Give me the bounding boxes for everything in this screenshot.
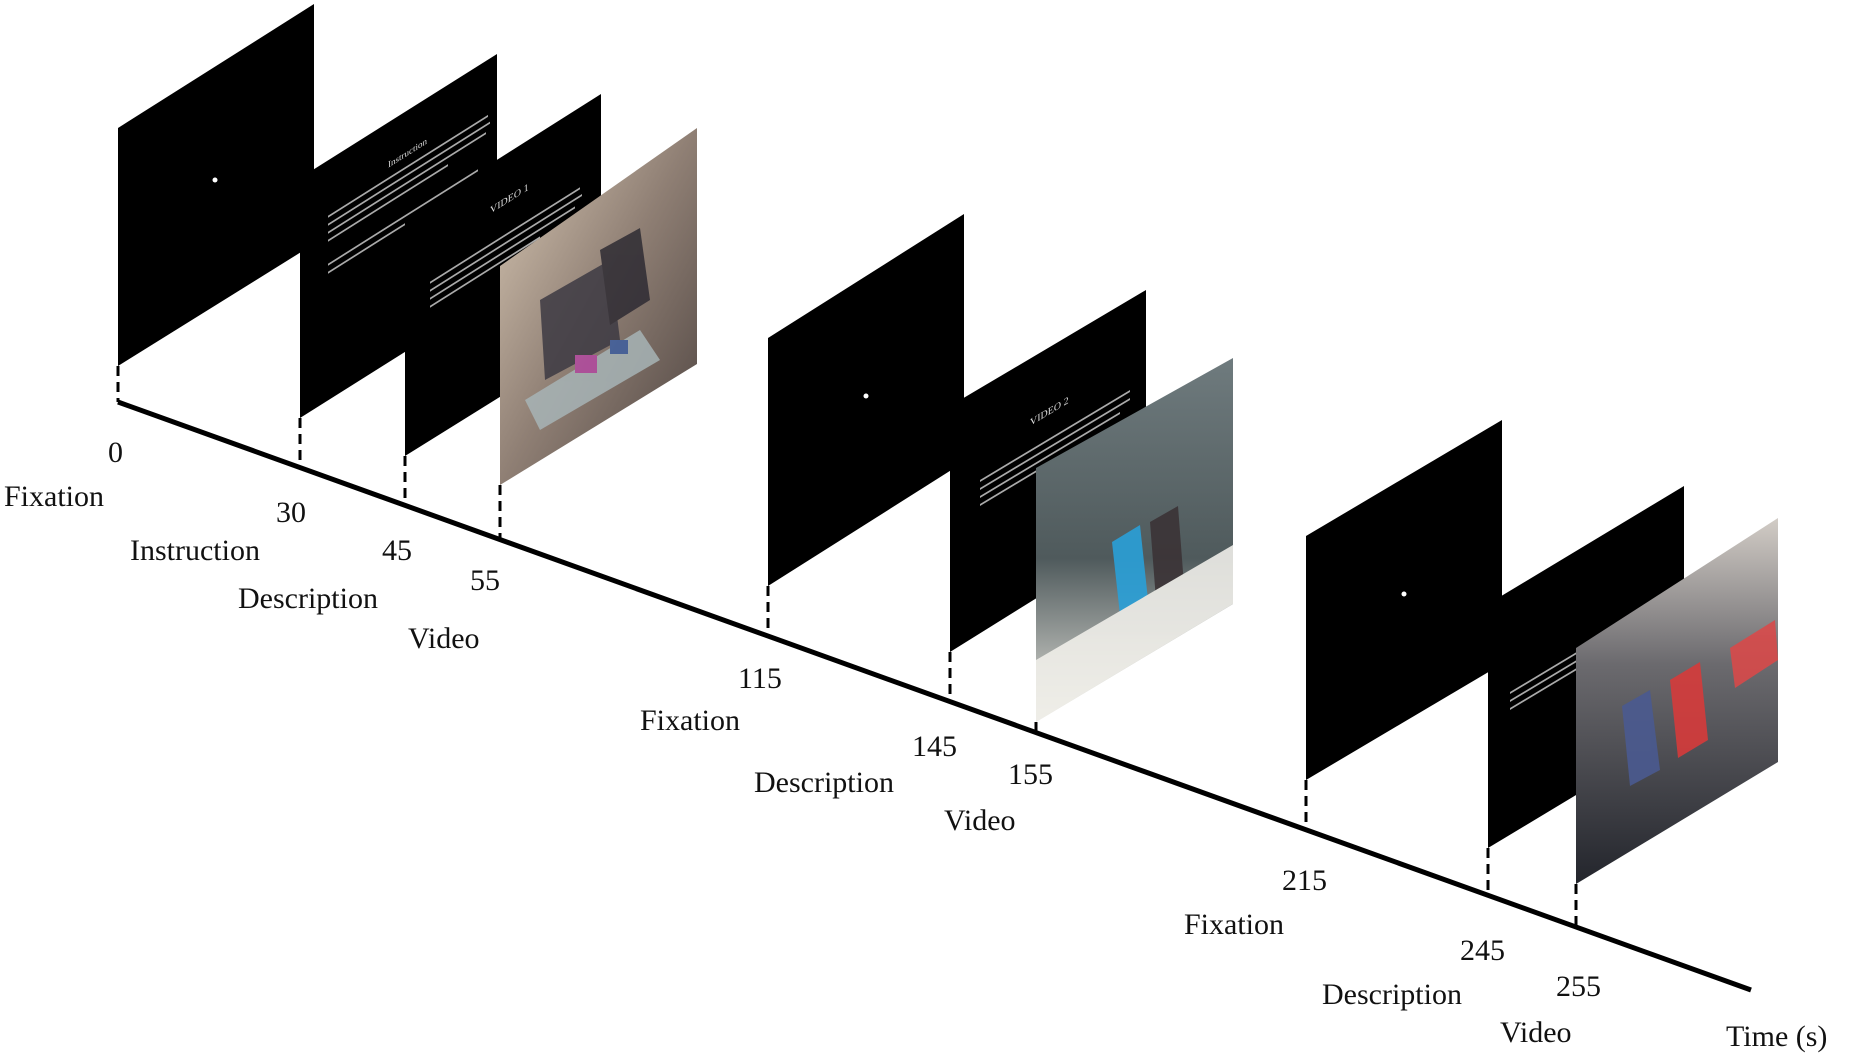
screen-panels: Instruction VIDEO 1 <box>118 4 1778 884</box>
time-label: 215 <box>1282 864 1327 897</box>
drop-lines <box>116 366 1578 927</box>
event-label: Fixation <box>4 480 104 513</box>
video-frame-content <box>525 228 660 430</box>
event-label: Video <box>944 804 1016 837</box>
video-frame-content <box>1622 620 1778 786</box>
time-label: 145 <box>912 730 957 763</box>
event-label: Instruction <box>130 534 260 567</box>
time-label: 55 <box>470 564 500 597</box>
time-label: 115 <box>738 662 782 695</box>
time-axis <box>117 399 1752 993</box>
time-label: 30 <box>276 496 306 529</box>
time-label: 245 <box>1460 934 1505 967</box>
description-screen-text: VIDEO 2 <box>980 389 1130 506</box>
event-label: Description <box>238 582 378 615</box>
time-label: 155 <box>1008 758 1053 791</box>
axis-label: Time (s) <box>1726 1020 1827 1053</box>
fixation-cross <box>1401 591 1407 597</box>
time-label: 255 <box>1556 970 1601 1003</box>
video-frame-content <box>1036 506 1233 722</box>
event-label: Video <box>1500 1016 1572 1049</box>
time-label: 45 <box>382 534 412 567</box>
event-label: Fixation <box>1184 908 1284 941</box>
event-labels: 0 Fixation 30 Instruction 45 Description… <box>4 436 1827 1053</box>
time-label: 0 <box>108 436 123 469</box>
event-label: Video <box>408 622 480 655</box>
event-label: Description <box>754 766 894 799</box>
fixation-screen <box>118 4 314 366</box>
fixation-cross <box>212 177 218 183</box>
fixation-screen <box>1306 420 1502 780</box>
fixation-screen <box>768 214 964 586</box>
instruction-screen <box>300 54 497 418</box>
instruction-screen-text: Instruction <box>328 114 490 274</box>
fixation-cross <box>863 393 869 399</box>
event-label: Fixation <box>640 704 740 737</box>
event-label: Description <box>1322 978 1462 1011</box>
